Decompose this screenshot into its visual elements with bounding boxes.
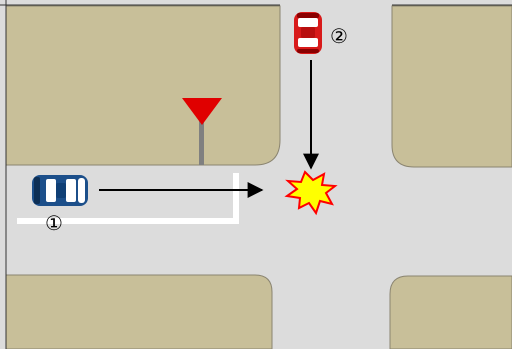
- block-top-right: [392, 6, 512, 167]
- block-bottom-right: [390, 276, 512, 349]
- car-2-icon: [294, 12, 322, 54]
- car-1-label: ①: [45, 211, 63, 235]
- car-1-icon: [32, 175, 88, 206]
- car-2-label: ②: [330, 24, 348, 48]
- block-bottom-left: [6, 275, 272, 349]
- block-top-left: [6, 6, 280, 165]
